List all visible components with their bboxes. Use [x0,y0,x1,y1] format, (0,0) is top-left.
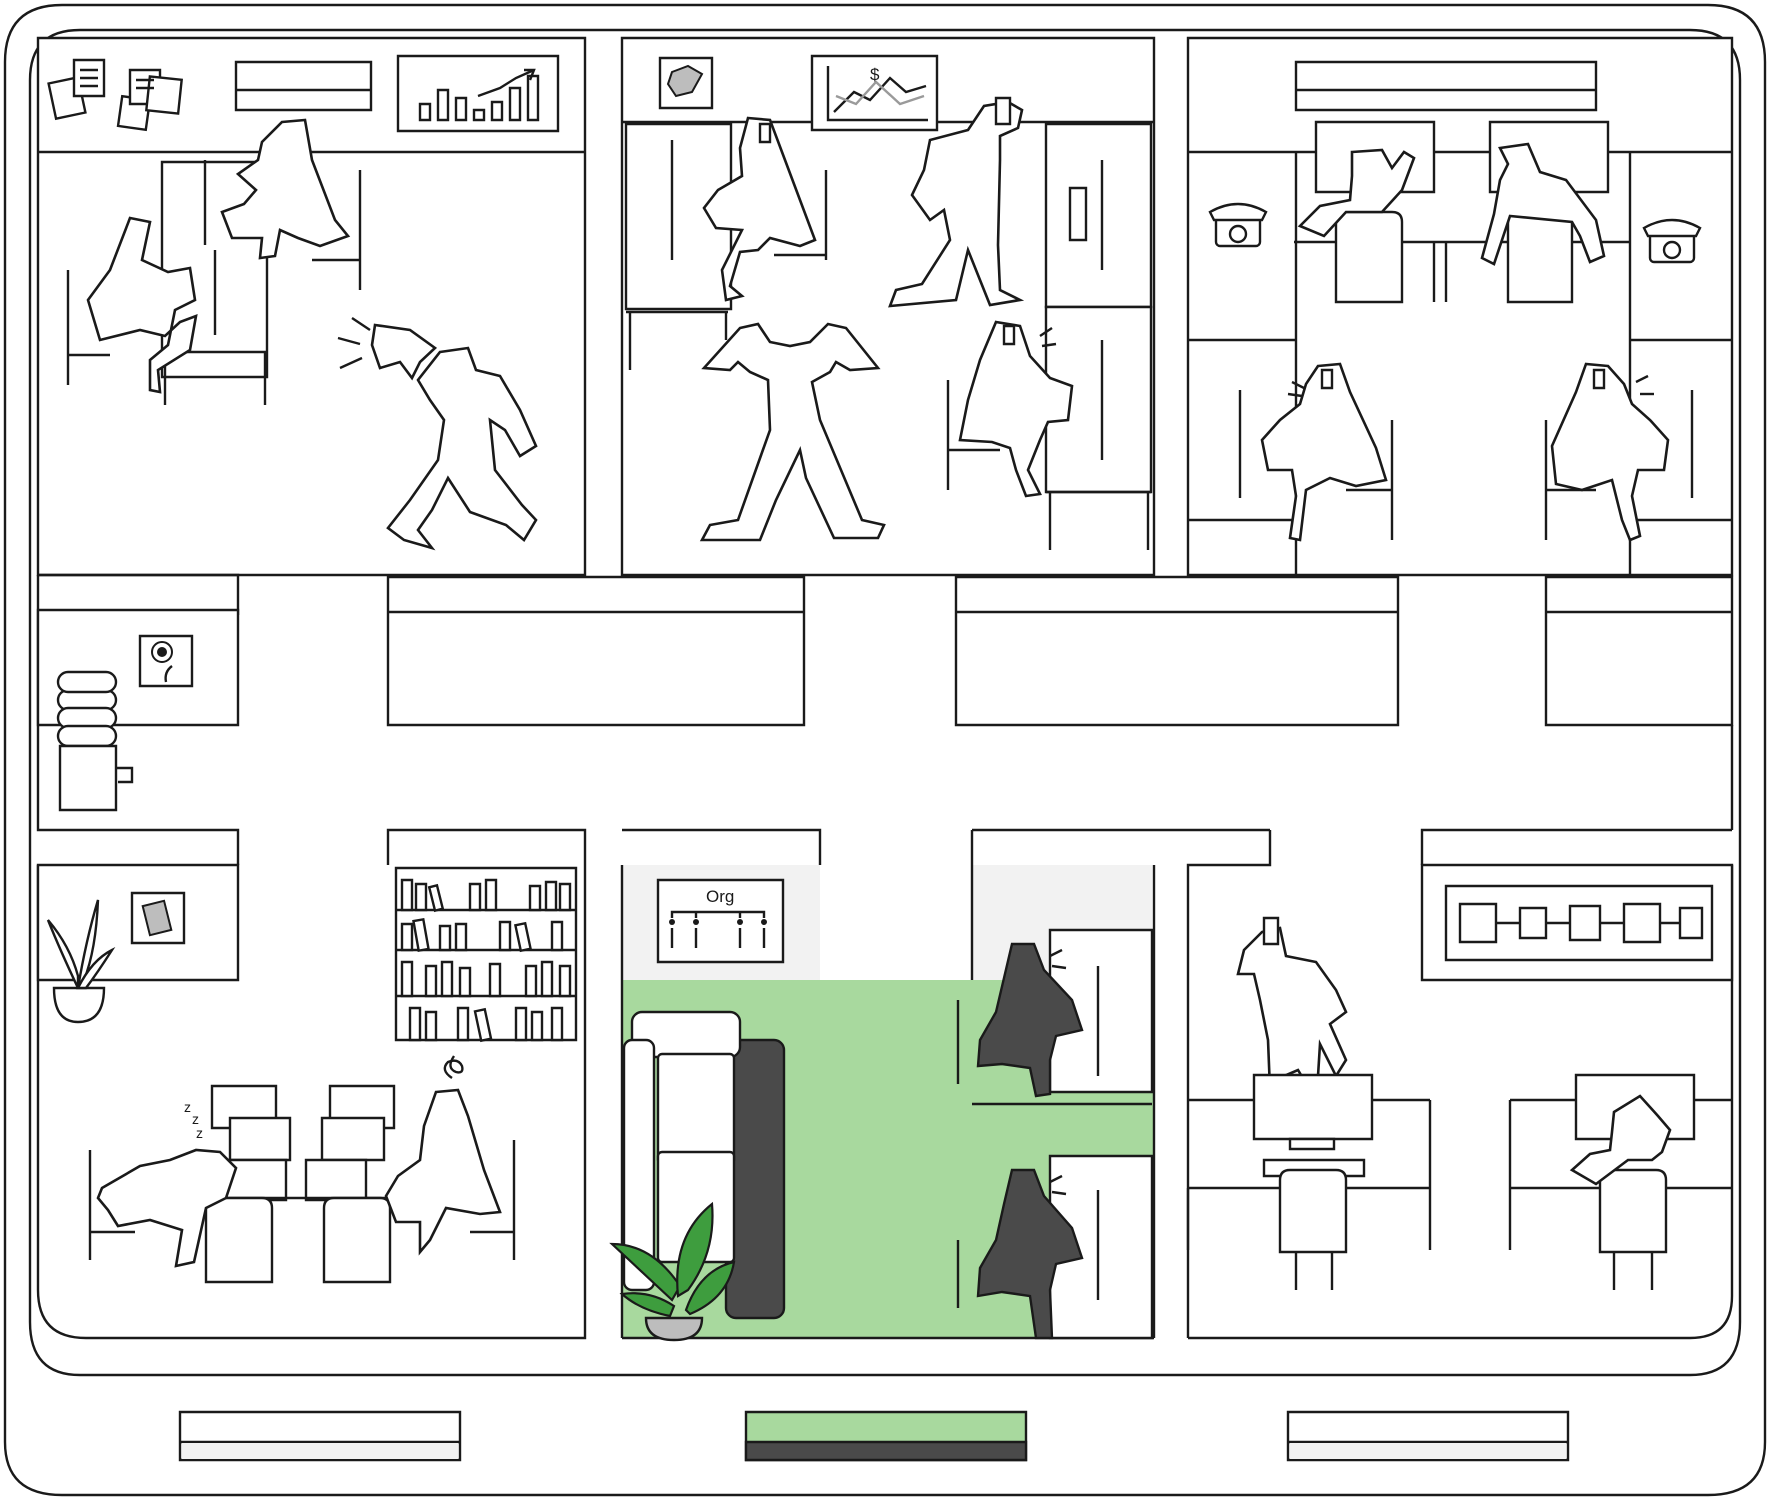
headphone-worker-figure [960,322,1072,496]
office-chair-icon [1508,212,1572,302]
sticky-notes-icon [49,60,182,130]
room-bottom-right [1188,830,1732,1338]
handshake-picture-icon [660,58,712,108]
cabinet-worker-figure [704,118,815,300]
building-inner-wall [30,30,1740,1375]
book-picture-icon [132,893,184,943]
potted-plant-icon [48,900,112,1022]
stressed-worker-figure [1572,1096,1670,1184]
office-chair-icon [206,1198,272,1282]
bar-chart-board [398,56,558,131]
middle-corridor [38,575,1732,865]
walking-figure [388,348,536,548]
process-flow-board [1446,886,1712,960]
desk-worker-figure [1300,150,1414,236]
org-chart-label: Org [706,887,734,906]
telephone-icon [1210,204,1266,246]
desk-worker-figure [1482,144,1604,264]
line-chart-board: $ [812,56,937,130]
headphone-worker-figure [1262,364,1386,540]
phone-caller-figure [890,102,1022,306]
room-top-middle: $ [622,38,1154,575]
currency-symbol: $ [870,65,880,84]
tab-middle-active[interactable] [746,1412,1026,1460]
seated-worker-figure [88,218,196,392]
wall-panel [1296,62,1596,110]
confused-worker-figure [386,1090,500,1252]
snore-z-text: z [196,1125,203,1141]
office-chair-icon [324,1198,390,1282]
room-bottom-left: z z z [38,830,585,1338]
snore-z-text: z [184,1099,191,1115]
bookshelf [388,830,585,1041]
flexing-worker-figure [702,324,884,540]
megaphone-walker [338,318,536,548]
lounge-room: Org [612,830,1270,1340]
filing-worker-figure [222,120,348,258]
dark-headphone-worker-figure [978,1170,1082,1338]
flower-picture-icon [140,636,192,686]
lounge-plant-icon [612,1204,734,1340]
room-top-left [38,38,585,575]
tab-right[interactable] [1288,1412,1568,1460]
snore-z-text: z [192,1111,199,1127]
lounge-sofa [624,1012,784,1318]
office-chair-icon [1600,1170,1666,1252]
dark-headphone-worker-figure [978,944,1082,1096]
bottom-tab-bar [180,1412,1568,1460]
org-chart-board: Org [658,880,783,962]
office-chair-icon [1336,212,1402,302]
room-top-right [1188,38,1732,575]
headphone-worker-figure [1552,364,1668,540]
tab-left[interactable] [180,1412,460,1460]
telephone-icon [1644,220,1700,262]
wall-panel [236,62,371,110]
water-cooler-icon [58,672,132,810]
office-chair-icon [1280,1170,1346,1252]
sleeping-worker-figure [98,1150,236,1266]
